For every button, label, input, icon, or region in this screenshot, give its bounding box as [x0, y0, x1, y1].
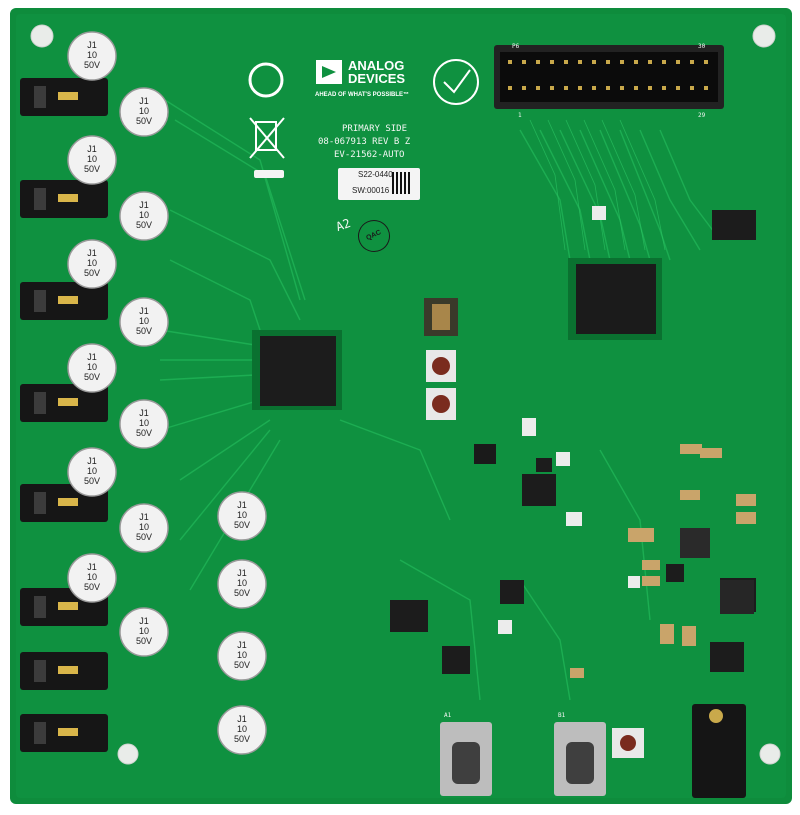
- adi-logo: [316, 60, 342, 84]
- header-pin-30: 30: [698, 43, 706, 50]
- smd-components: [474, 206, 640, 634]
- usb-c-connectors: [440, 722, 606, 796]
- header-pin-29: 29: [698, 112, 706, 119]
- serial-number: S22-0440: [358, 170, 393, 179]
- header-pin-1: 1: [518, 112, 522, 119]
- dc-power-jack: [692, 704, 746, 798]
- recycle-logo: [248, 62, 284, 98]
- tactile-buttons: [424, 298, 644, 758]
- brand-name-line2: DEVICES: [348, 71, 406, 86]
- primary-side-label: PRIMARY SIDE: [342, 124, 408, 134]
- software-version: SW:00016: [352, 186, 390, 195]
- pin-header-connector: [494, 45, 724, 109]
- ceramic-capacitors: [570, 444, 756, 678]
- model-label: EV-21562-AUTO: [334, 150, 405, 160]
- usb-label-b: B1: [558, 712, 566, 719]
- brand-name-line1: ANALOG: [348, 58, 405, 73]
- dsp-chip-left: [252, 330, 342, 410]
- silk-bar: [254, 170, 284, 178]
- usb-label-a: A1: [444, 712, 452, 719]
- processor-chip: [568, 258, 662, 340]
- rohs-badge: [433, 59, 479, 105]
- inductors: [680, 528, 754, 614]
- waste-bin-icon: [249, 117, 285, 159]
- electrolytic-capacitors: [67, 31, 267, 755]
- brand-tagline: AHEAD OF WHAT'S POSSIBLE™: [315, 92, 409, 98]
- qr-code: [392, 172, 412, 194]
- header-label: P6: [512, 43, 520, 50]
- mounting-holes: [30, 24, 781, 765]
- part-number-label: 08-067913 REV B Z: [318, 137, 411, 147]
